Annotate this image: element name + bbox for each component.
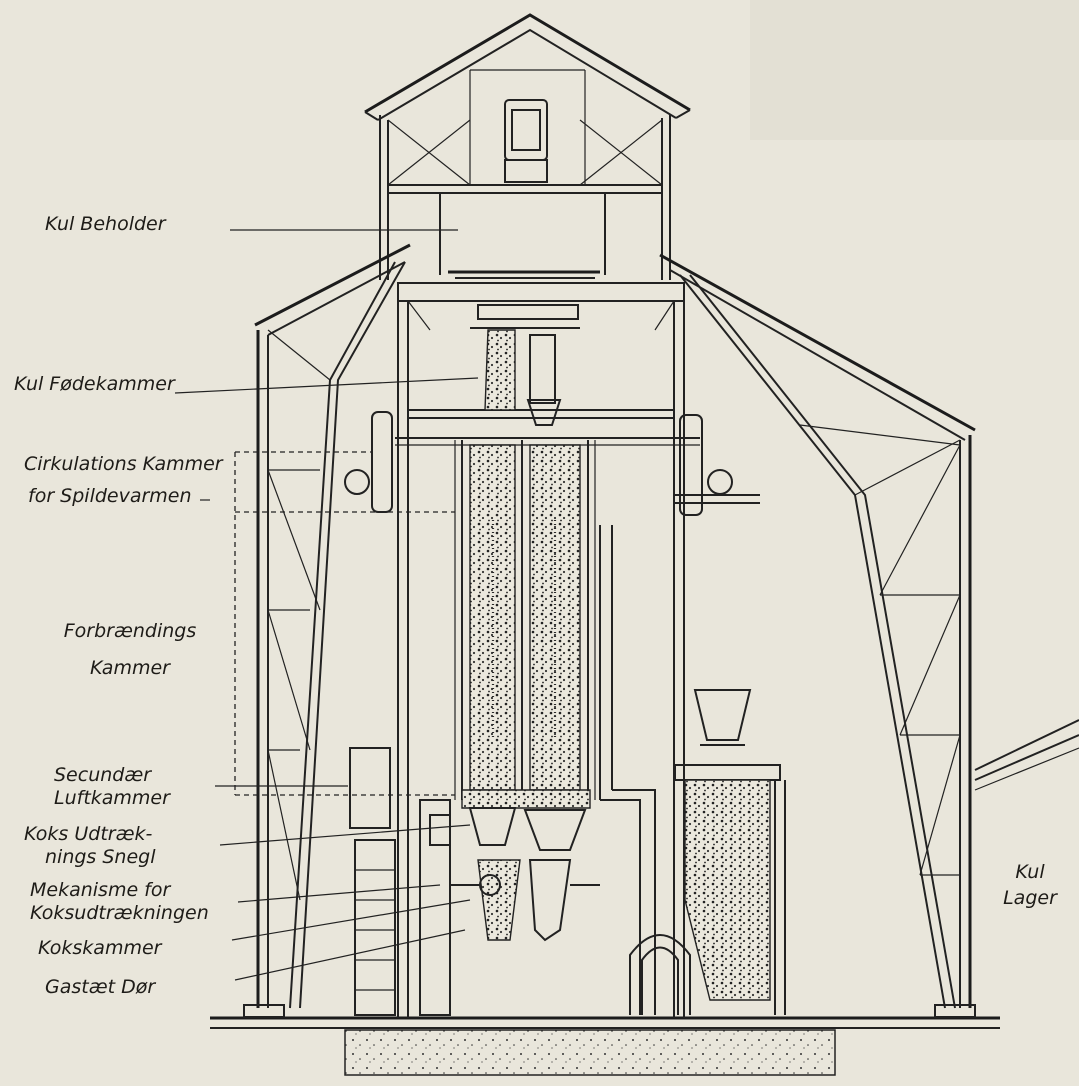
roof-house bbox=[364, 13, 691, 280]
label-cirkulations-line2: for Spildevarmen bbox=[28, 485, 192, 507]
coal-hopper bbox=[674, 689, 786, 1015]
label-cirkulations-line1: Cirkulations Kammer bbox=[24, 453, 223, 475]
foundation bbox=[210, 1016, 1000, 1076]
main-frame bbox=[397, 282, 685, 1018]
circulation-gallery bbox=[344, 411, 760, 516]
coal-bunker bbox=[439, 193, 606, 279]
label-kul-fodekammer: Kul Fødekammer bbox=[14, 373, 175, 395]
label-kul-lager-line1: Kul bbox=[1015, 861, 1045, 883]
label-kokskammer: Kokskammer bbox=[38, 937, 162, 959]
label-koks-udtraek-line2: nings Snegl bbox=[45, 846, 156, 868]
brick-pier bbox=[349, 747, 396, 1016]
label-kul-beholder: Kul Beholder bbox=[45, 213, 166, 235]
retorts bbox=[454, 440, 596, 809]
label-mekanisme-line1: Mekanisme for bbox=[30, 879, 171, 901]
feed-chambers bbox=[470, 304, 580, 426]
leader-lines bbox=[174, 229, 479, 981]
coke-extraction bbox=[419, 799, 600, 1016]
label-kul-lager-line2: Lager bbox=[1003, 887, 1057, 909]
gastight-door-arch bbox=[629, 934, 691, 1015]
label-mekanisme-line2: Koksudtrækningen bbox=[30, 902, 209, 924]
label-secundaer-line2: Luftkammer bbox=[54, 787, 170, 809]
label-forbraendings-line2: Kammer bbox=[90, 657, 170, 679]
label-forbraendings-line1: Forbrændings bbox=[63, 620, 197, 642]
label-koks-udtraek-line1: Koks Udtræk- bbox=[24, 823, 153, 845]
label-secundaer-line1: Secundær bbox=[54, 764, 152, 786]
label-gastaet-dor: Gastæt Dør bbox=[45, 976, 156, 998]
left-shed bbox=[243, 243, 411, 1018]
flue-channel bbox=[599, 525, 656, 1015]
right-shed bbox=[659, 253, 1079, 1018]
zone-markers bbox=[234, 451, 455, 796]
